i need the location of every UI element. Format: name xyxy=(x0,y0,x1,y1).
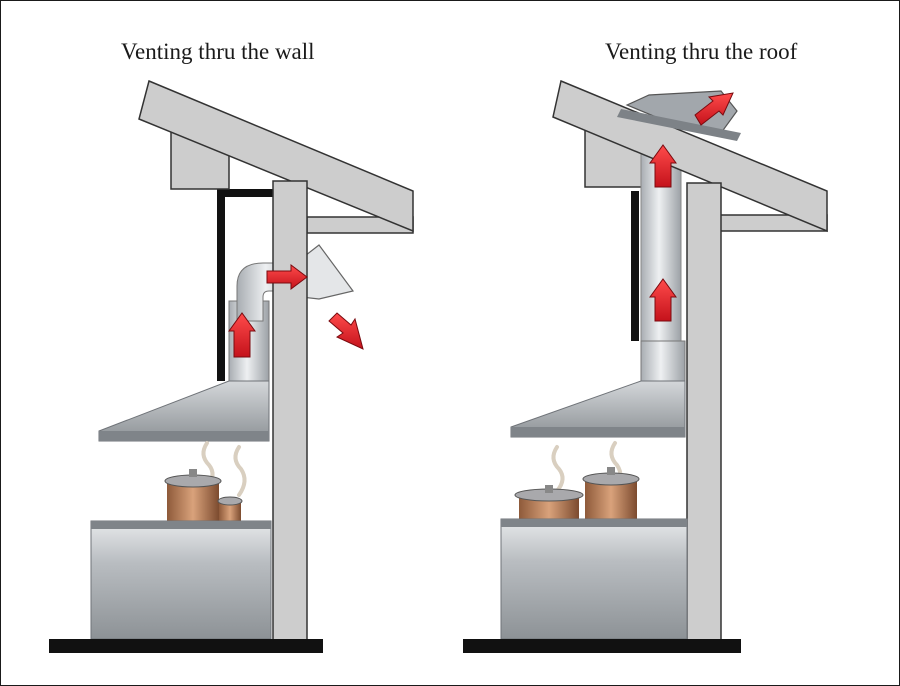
range-hood-rim xyxy=(99,431,269,441)
stove-cooktop xyxy=(91,521,271,529)
floor xyxy=(49,639,323,653)
wall-opening-top-edge xyxy=(217,189,277,197)
airflow-arrow-up xyxy=(649,144,677,188)
roof-rafter xyxy=(138,79,414,233)
small-pot xyxy=(217,496,243,521)
wall-opening-left-edge xyxy=(631,191,639,341)
range-stove xyxy=(90,520,272,640)
saucepan xyxy=(514,485,584,519)
wall-cap xyxy=(300,244,355,300)
exterior-wall-stud xyxy=(272,180,308,648)
floor xyxy=(463,639,741,653)
range-hood-rim xyxy=(511,427,685,437)
roof-rafter xyxy=(552,79,828,233)
wall-venting-scene xyxy=(49,79,414,653)
exterior-wall-stud xyxy=(686,182,722,644)
wall-opening-left-edge xyxy=(217,191,225,381)
roof-venting-scene xyxy=(463,79,828,653)
steam-wisp xyxy=(551,445,565,493)
roof-cap-flashing xyxy=(617,109,741,141)
stock-pot xyxy=(164,469,222,521)
airflow-arrow-right xyxy=(266,264,308,290)
stove-cooktop xyxy=(501,519,687,527)
stock-pot xyxy=(582,467,640,519)
hood-chimney xyxy=(640,340,686,384)
panel-title-roof: Venting thru the roof xyxy=(605,39,798,64)
airflow-arrow-exhaust xyxy=(694,92,734,126)
airflow-arrow-up xyxy=(649,278,677,322)
airflow-arrow-exhaust xyxy=(328,312,364,350)
airflow-arrow-up xyxy=(228,312,256,358)
range-stove xyxy=(500,518,688,640)
panel-title-wall: Venting thru the wall xyxy=(121,39,315,64)
steam-wisp xyxy=(233,445,247,497)
